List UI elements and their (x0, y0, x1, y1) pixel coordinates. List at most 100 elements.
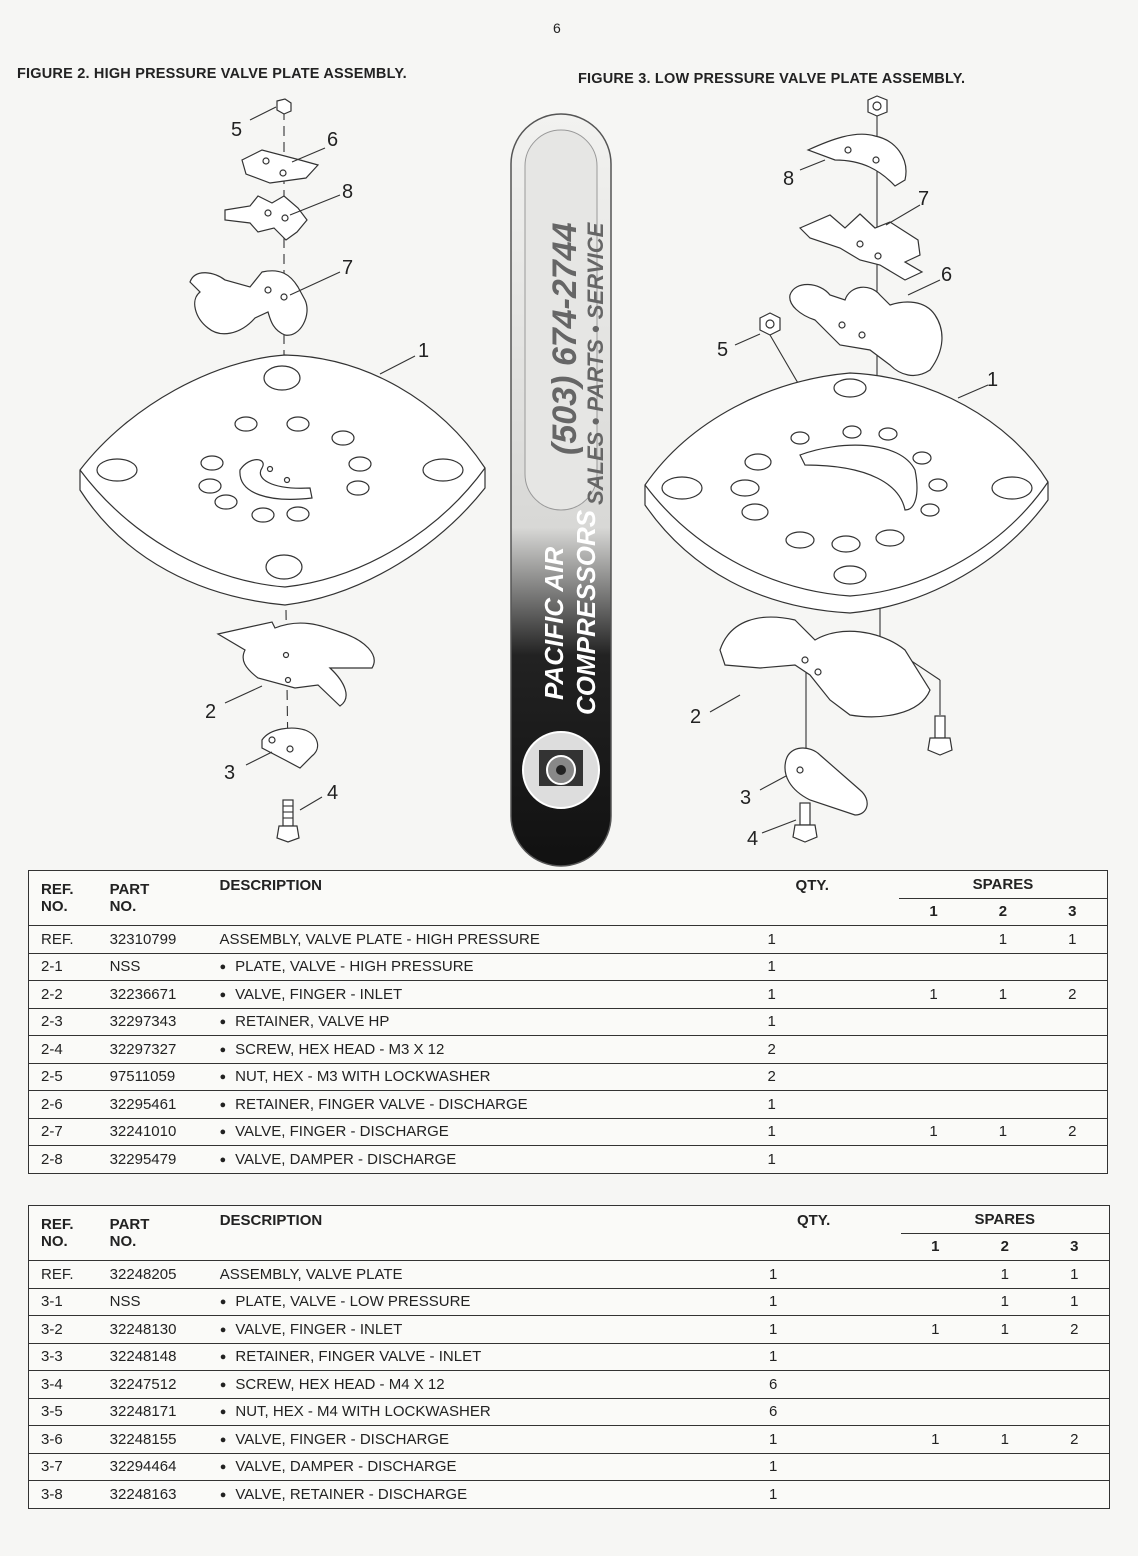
cell-ref-no: 2-3 (28, 1007, 110, 1036)
banner-company-line2: COMPRESSORS (571, 509, 601, 715)
cell-qty: 6 (748, 1370, 901, 1398)
cell-spare-3: 1 (1039, 1260, 1110, 1288)
cell-qty: 1 (748, 1452, 901, 1481)
bullet-icon (220, 1293, 236, 1310)
cell-spare-3: 1 (1037, 925, 1108, 953)
cell-text: 1 (998, 930, 1008, 948)
cell-text: 2 (1068, 1123, 1077, 1141)
cell-spare-1 (898, 1035, 969, 1063)
cell-ref-no: 2-1 (28, 952, 110, 981)
cell-spare-3: 2 (1039, 1425, 1110, 1453)
header-qty: QTY. (796, 1212, 831, 1229)
cell-text: 32294464 (109, 1458, 177, 1476)
cell-spare-2 (970, 1397, 1040, 1426)
table-row: 2-332297343RETAINER, VALVE HP1 (28, 1007, 1108, 1036)
cell-ref-no: 3-5 (28, 1397, 110, 1426)
figure-3-drawing: 8 7 6 5 1 2 3 4 (644, 95, 1049, 850)
cell-text: VALVE, DAMPER - DISCHARGE (235, 1150, 457, 1168)
cell-text: PLATE, VALVE - LOW PRESSURE (235, 1293, 471, 1311)
cell-spare-1 (898, 1062, 969, 1091)
header-part-line1: PART (109, 1216, 150, 1233)
cell-text: RETAINER, FINGER VALVE - INLET (235, 1348, 482, 1366)
cell-spare-3 (1037, 1007, 1108, 1036)
cell-text: 2-7 (41, 1123, 63, 1141)
cell-spare-2 (970, 1480, 1040, 1508)
cell-text: 2 (767, 1040, 776, 1058)
cell-description: VALVE, RETAINER - DISCHARGE (219, 1480, 749, 1508)
fig2-callout: 8 (342, 181, 353, 203)
cell-spare-2 (968, 952, 1038, 981)
header-part-line2: NO. (109, 898, 137, 915)
fig3-callout: 2 (690, 706, 701, 728)
cell-ref-no: 2-4 (28, 1035, 110, 1063)
header-spare-3: 3 (1070, 1238, 1079, 1256)
cell-text: 2-2 (41, 985, 63, 1003)
cell-spare-1 (900, 1452, 970, 1481)
cell-description: VALVE, DAMPER - DISCHARGE (219, 1145, 748, 1173)
bullet-icon (220, 1458, 236, 1475)
bullet-icon (219, 1013, 235, 1030)
cell-text: 32297343 (109, 1013, 177, 1031)
bullet-icon (219, 1096, 235, 1113)
cell-text: 3-8 (41, 1485, 63, 1503)
cell-spare-2 (970, 1370, 1040, 1398)
cell-text: 32248205 (109, 1265, 177, 1283)
cell-text: 2 (767, 1068, 776, 1086)
header-spare-2: 2 (998, 903, 1008, 921)
cell-text: 1 (931, 1430, 940, 1448)
header-ref-line2: NO. (41, 898, 68, 915)
cell-text: VALVE, FINGER - DISCHARGE (235, 1430, 450, 1448)
cell-part-no: NSS (109, 952, 220, 981)
bullet-icon (220, 1376, 236, 1393)
cell-spare-2 (968, 1007, 1038, 1036)
cell-spare-2: 1 (970, 1260, 1040, 1288)
fig3-callout: 5 (717, 339, 728, 361)
cell-text: 32236671 (109, 985, 177, 1003)
cell-spare-3 (1037, 1062, 1108, 1091)
cell-text: 2-5 (41, 1068, 63, 1086)
cell-part-no: 32295461 (109, 1090, 220, 1118)
fig3-callout: 6 (941, 264, 952, 286)
fig2-callout: 7 (342, 257, 353, 279)
table-row: 3-432247512SCREW, HEX HEAD - M4 X 126 (28, 1370, 1110, 1398)
cell-spare-1 (898, 1145, 969, 1173)
cell-description: VALVE, FINGER - INLET (219, 980, 748, 1008)
header-description: DESCRIPTION (219, 877, 322, 894)
cell-text: 2-6 (41, 1095, 63, 1113)
cell-text: 1 (768, 1320, 778, 1338)
cell-text: NSS (109, 958, 141, 976)
cell-text: 6 (768, 1403, 778, 1421)
cell-spare-3 (1037, 952, 1108, 981)
cell-text: 2-4 (41, 1040, 63, 1058)
cell-part-no: 32247512 (109, 1370, 220, 1398)
cell-text: 1 (767, 1150, 776, 1168)
cell-spare-3 (1037, 1145, 1108, 1173)
cell-description: PLATE, VALVE - LOW PRESSURE (219, 1287, 749, 1316)
cell-part-no: 97511059 (109, 1062, 220, 1091)
cell-description: VALVE, DAMPER - DISCHARGE (219, 1452, 749, 1481)
cell-ref-no: 3-7 (28, 1452, 110, 1481)
cell-text: SCREW, HEX HEAD - M4 X 12 (235, 1375, 445, 1393)
cell-text: 2 (1070, 1320, 1079, 1338)
cell-spare-3: 2 (1037, 980, 1108, 1008)
cell-text: 1 (768, 1430, 778, 1448)
header-part-line1: PART (109, 881, 150, 898)
header-part-line2: NO. (109, 1233, 137, 1250)
cell-spare-3 (1039, 1452, 1110, 1481)
cell-ref-no: 3-3 (28, 1342, 110, 1371)
cell-text: 1 (998, 1123, 1008, 1141)
fig3-callout: 8 (783, 168, 794, 190)
cell-text: 32248148 (109, 1348, 177, 1366)
cell-ref-no: 2-8 (28, 1145, 110, 1173)
cell-spare-3: 1 (1039, 1287, 1110, 1316)
cell-spare-3 (1037, 1035, 1108, 1063)
cell-text: VALVE, FINGER - INLET (235, 1320, 403, 1338)
cell-text: NSS (109, 1293, 141, 1311)
cell-text: 1 (1000, 1430, 1009, 1448)
bullet-icon (219, 958, 235, 975)
cell-ref-no: REF. (28, 1260, 110, 1288)
